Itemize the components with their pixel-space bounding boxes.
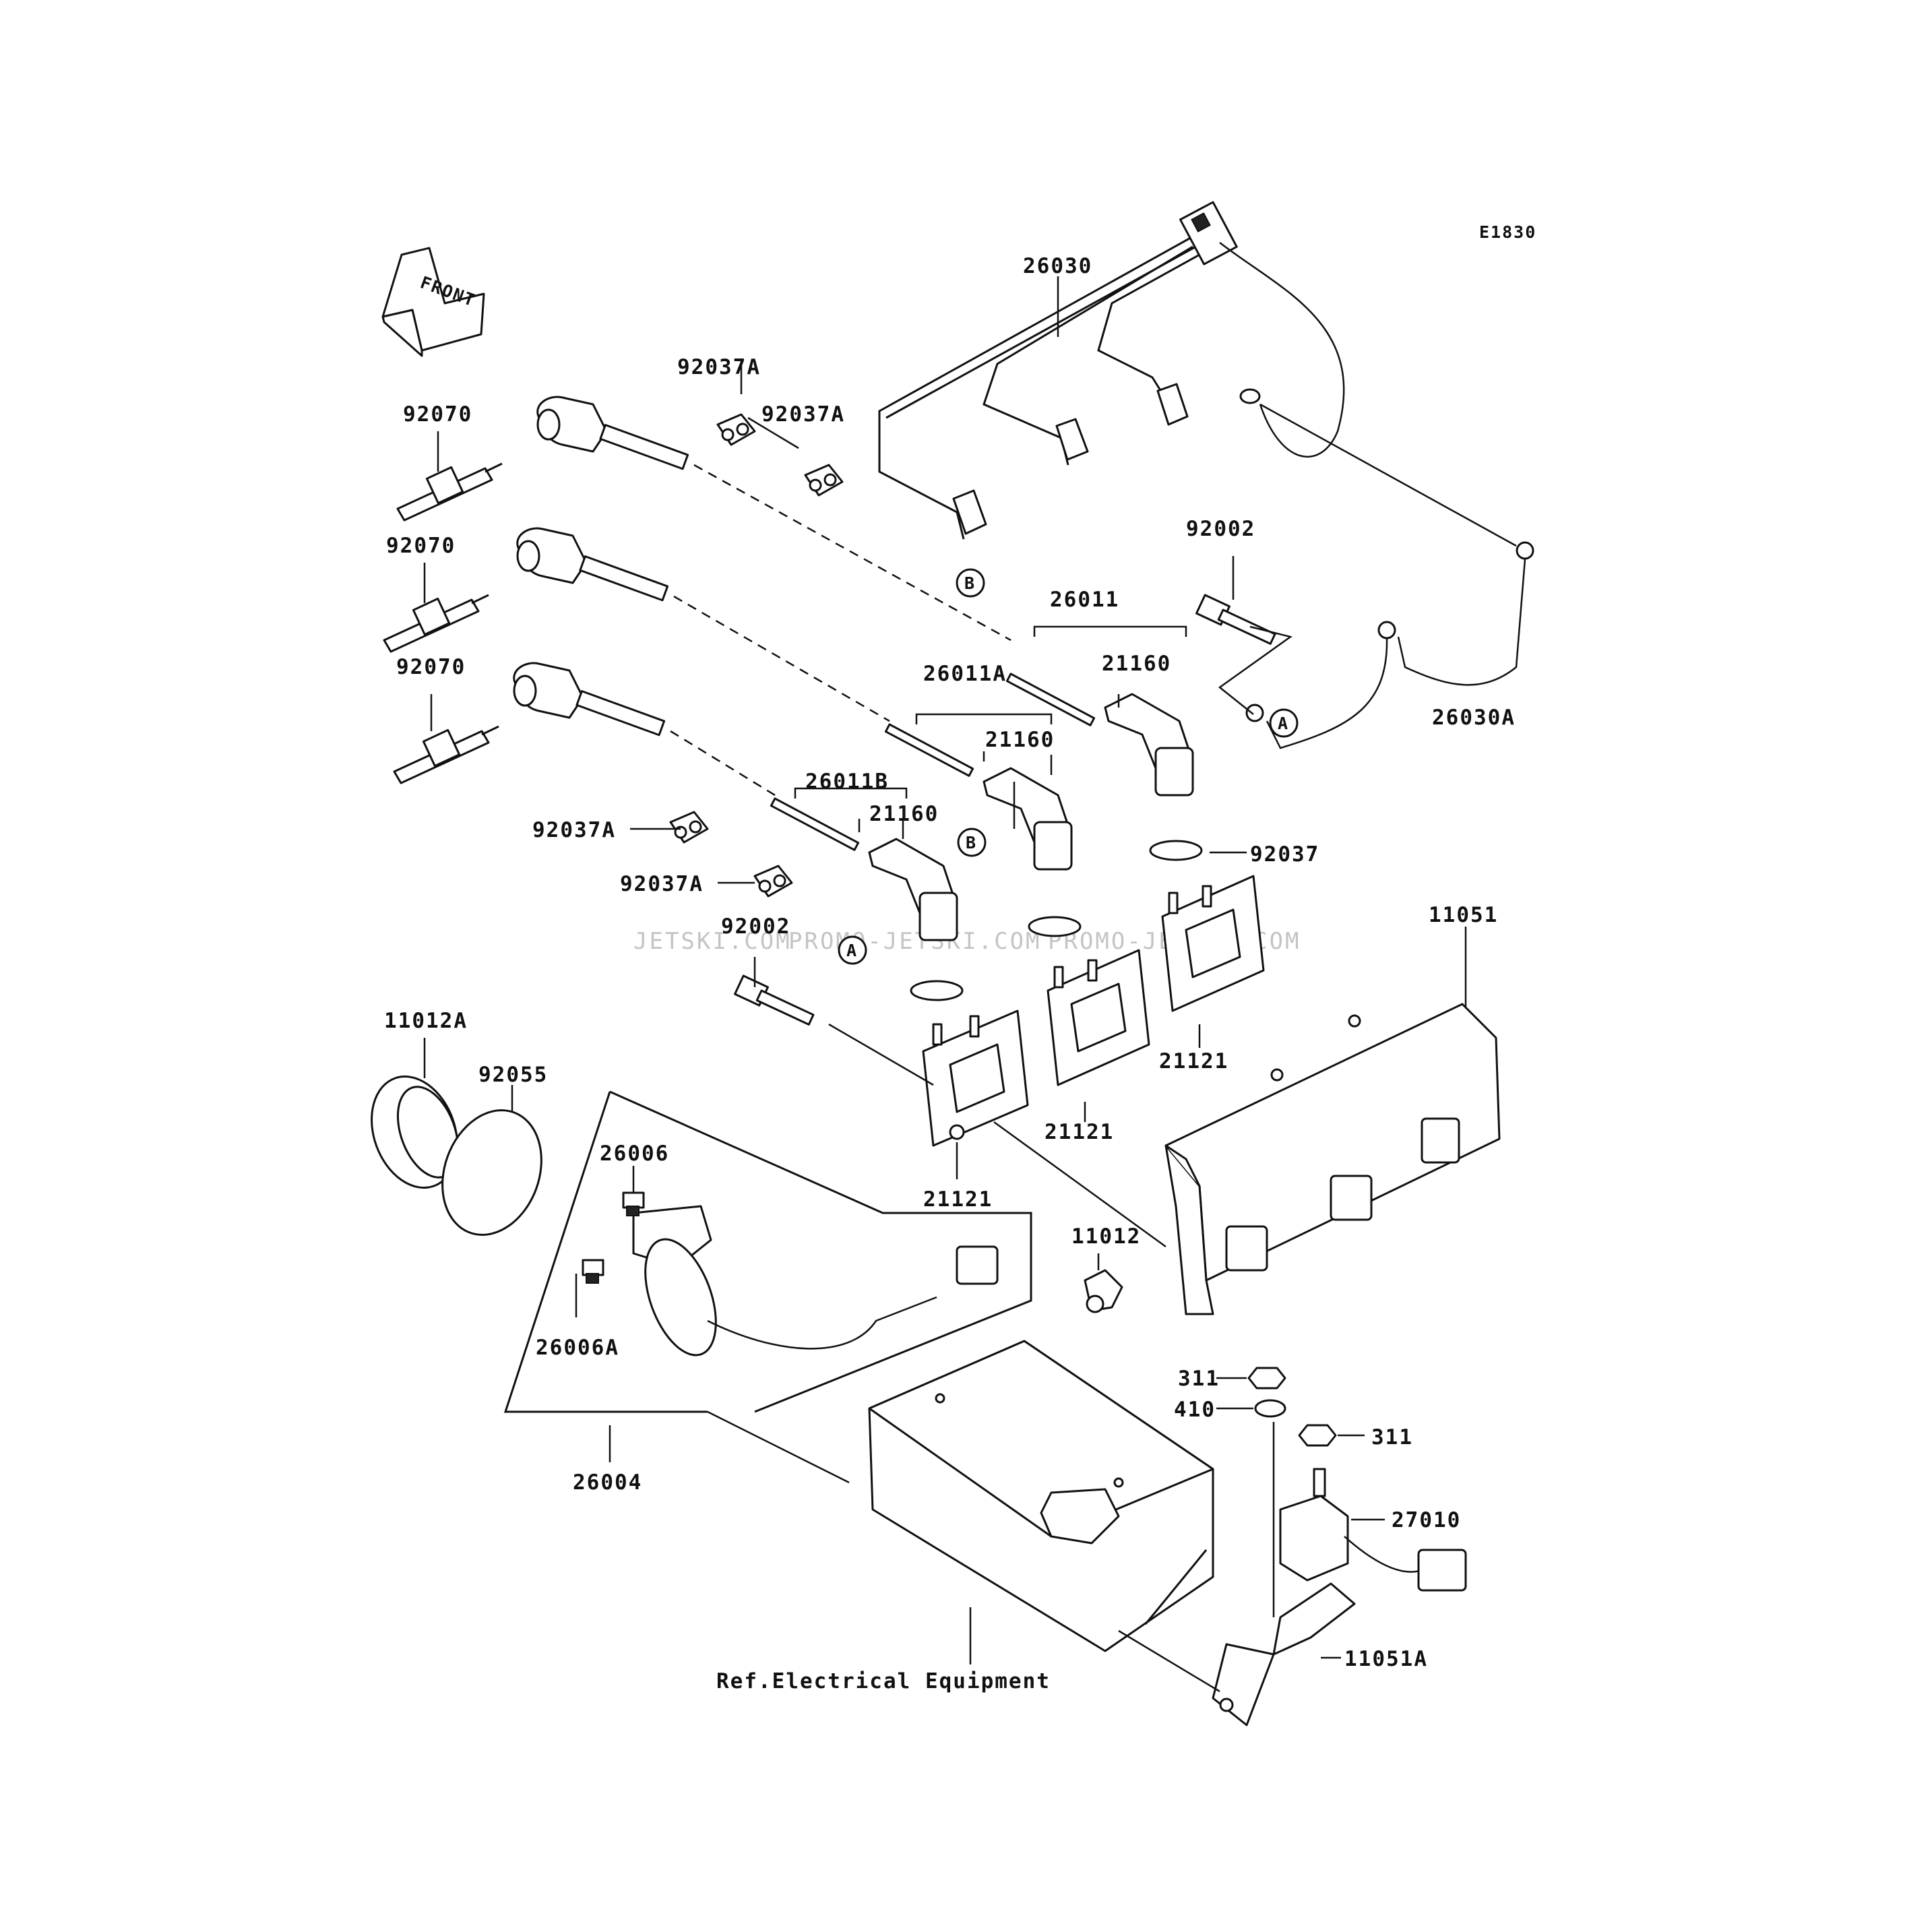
label-92070-3: 92070 [396,655,466,679]
clip-92037-1 [1149,840,1203,861]
label-92002-1: 92002 [1186,517,1255,541]
label-92037A-2: 92037A [761,402,845,427]
label-11012: 11012 [1071,1224,1141,1249]
watermark-2: PROMO-JETSKI.COM [788,928,1042,955]
label-26011B: 26011B [805,770,889,794]
ignition-coil-2 [1047,949,1150,1086]
label-26030A: 26030A [1432,706,1516,730]
label-26006A: 26006A [536,1336,619,1360]
solenoid-27010 [1279,1468,1467,1592]
watermark-1: JETSKI.COM [633,928,792,955]
part-labels: 26030 92037A 92037A 92070 92070 92070 92… [384,254,1516,1693]
clip-92037-3 [910,980,964,1001]
washer-410 [1254,1399,1286,1418]
svg-text:B: B [966,833,977,852]
clamp-92037A-3 [669,811,709,844]
bracket-11051A [1212,1582,1356,1726]
cap-21160-3 [868,838,958,941]
ignition-coil-3 [922,1009,1029,1147]
label-92037A-3: 92037A [532,818,616,842]
label-21121-2: 21121 [1045,1120,1114,1144]
label-92055: 92055 [478,1063,548,1087]
label-11051A: 11051A [1344,1647,1428,1671]
svg-text:A: A [846,941,858,960]
callout-A-coil: A [838,935,867,965]
spark-plug-2 [383,594,489,653]
reference-note: Ref.Electrical Equipment [716,1669,1051,1693]
label-26011A: 26011A [923,662,1007,686]
group-26004 [503,1090,1032,1413]
electrical-box [868,1340,1214,1652]
label-410: 410 [1174,1398,1216,1422]
spark-plug-1 [396,462,503,522]
label-26030: 26030 [1023,254,1092,278]
label-11012A: 11012A [384,1009,468,1033]
spark-plug-cap-3 [513,662,776,797]
nut-311-1 [1247,1367,1286,1390]
lead-26011A [884,723,974,777]
ignition-coil-1 [1161,875,1265,1012]
label-92070-2: 92070 [386,534,456,558]
nut-311-2 [1298,1424,1337,1447]
label-21121-3: 21121 [923,1187,993,1212]
clamp-92037A-4 [753,865,793,898]
label-26004: 26004 [573,1470,642,1495]
label-21160-2: 21160 [985,728,1055,752]
label-21160-1: 21160 [1102,652,1171,676]
callout-A-right: A [1269,708,1299,738]
diagram-code: E1830 [1479,222,1536,242]
fuse-26006 [622,1191,645,1216]
leader-lines [423,276,1467,1693]
label-92070-1: 92070 [403,402,472,427]
bolt-92002-1 [1195,594,1276,645]
bracket-11051 [1164,1003,1501,1315]
spark-plug-cap-2 [516,527,890,722]
wire-harness [878,201,1534,749]
label-26011: 26011 [1050,588,1119,612]
front-arrow-icon: FRONT [381,247,485,357]
label-92037: 92037 [1250,842,1319,867]
label-92037A-4: 92037A [620,872,704,896]
callout-B-top: B [956,568,985,598]
fuse-26006A [582,1259,604,1284]
spark-plug-3 [393,725,499,784]
lead-26011 [1005,673,1096,726]
label-26006: 26006 [600,1142,669,1166]
label-311-1: 311 [1178,1367,1220,1391]
o-ring-92055 [441,1109,542,1236]
label-311-2: 311 [1371,1425,1413,1450]
bolt-92002-2 [734,974,815,1026]
label-21160-3: 21160 [869,802,939,826]
svg-text:B: B [964,573,976,593]
spark-plug-cap-1 [536,396,1011,642]
label-92002-2: 92002 [721,914,790,939]
label-21121-1: 21121 [1159,1049,1228,1073]
callout-B-coil: B [957,828,987,857]
label-27010: 27010 [1392,1508,1461,1532]
cap-21160-2 [983,767,1073,871]
lead-26011B [770,797,860,851]
clip-92037-2 [1028,916,1082,937]
svg-text:A: A [1278,714,1289,733]
label-11051: 11051 [1429,903,1498,927]
clamp-92037A-2 [804,464,844,497]
cap-21160-1 [1104,693,1194,797]
clamp-92037A-1 [716,413,756,446]
bolt-11012 [1084,1269,1123,1313]
label-92037A-1: 92037A [677,355,761,379]
